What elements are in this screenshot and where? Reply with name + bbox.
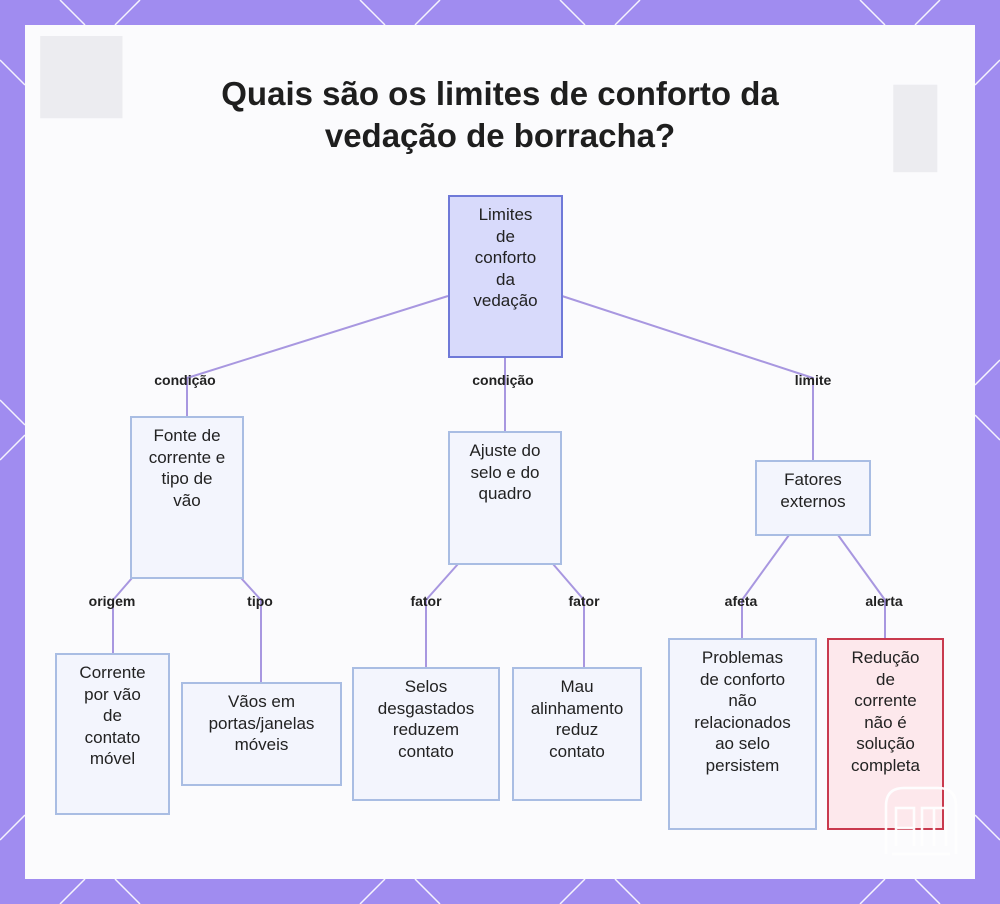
edge-label-fonte-vaos: tipo xyxy=(247,593,273,609)
node-selos-desgastados: Selos desgastados reduzem contato xyxy=(352,667,500,801)
background-watermark-shape: ▮ xyxy=(885,58,946,181)
node-fatores-externos: Fatores externos xyxy=(755,460,871,536)
page-title-line-2: vedação de borracha? xyxy=(324,117,676,154)
connector-fatores-reducao xyxy=(837,534,886,638)
brand-logo-icon xyxy=(884,786,958,856)
edge-label-root-fatores: limite xyxy=(794,372,832,388)
connector-ajuste-selos xyxy=(425,563,459,667)
edge-label-ajuste-mau: fator xyxy=(568,593,600,609)
page-title-line-1: Quais são os limites de conforto da xyxy=(221,75,779,112)
connector-root-fonte xyxy=(186,295,449,416)
edge-label-ajuste-selos: fator xyxy=(410,593,442,609)
edge-label-fatores-problemas: afeta xyxy=(724,593,758,609)
edge-label-fatores-reducao: alerta xyxy=(865,593,903,609)
connector-fatores-problemas xyxy=(741,534,790,638)
edge-label-root-ajuste: condição xyxy=(472,372,534,388)
node-ajuste-selo-quadro: Ajuste do selo e do quadro xyxy=(448,431,562,565)
edge-label-fonte-corrente: origem xyxy=(88,593,136,609)
node-fonte-corrente-tipo-vao: Fonte de corrente e tipo de vão xyxy=(130,416,244,579)
node-problemas-conforto: Problemas de conforto não relacionados a… xyxy=(668,638,817,830)
node-mau-alinhamento: Mau alinhamento reduz contato xyxy=(512,667,642,801)
connector-fonte-corrente xyxy=(112,577,133,653)
edge-label-root-fonte: condição xyxy=(154,372,216,388)
connector-ajuste-mau xyxy=(552,563,585,667)
connector-root-fatores xyxy=(561,295,814,460)
connector-fonte-vaos xyxy=(240,577,262,682)
node-root-limites: Limites de conforto da vedação xyxy=(448,195,563,358)
node-vaos-portas-janelas: Vãos em portas/janelas móveis xyxy=(181,682,342,786)
node-reducao-corrente-alerta: Redução de corrente não é solução comple… xyxy=(827,638,944,830)
node-corrente-por-vao: Corrente por vão de contato móvel xyxy=(55,653,170,815)
background-watermark-shape: ■ xyxy=(30,25,133,165)
